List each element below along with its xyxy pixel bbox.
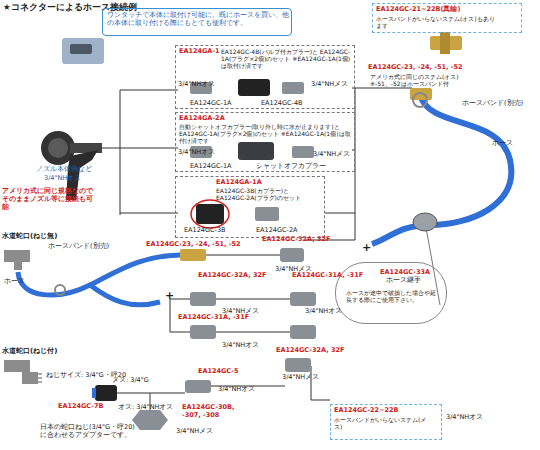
box-text: ホースバンドがいらないステム(オス)もあります <box>376 15 496 29</box>
box-text: 3/4"NHオス <box>178 149 215 157</box>
box-text: EA124GC-3B(カプラー)と EA124GC-2A(プラグ)のセット <box>216 187 321 201</box>
note-label: ノズル本体側など <box>36 166 92 174</box>
box-text: EA124GC-1A <box>190 163 231 171</box>
part-number: EA124GC-31A, -31F <box>178 314 249 322</box>
note-label: ホース <box>492 140 513 148</box>
set-box: ワンタッチで本体に取付け可能に。既にホースを買い、他の本体に取り付ける際にもとて… <box>102 8 292 36</box>
set-box: EA124GA-1AEA124GC-3B(カプラー)と EA124GC-2A(プ… <box>175 176 325 238</box>
part-number: EA124GA-1 <box>179 48 220 56</box>
part-number: EA124GA-2A <box>179 115 225 123</box>
set-box: EA124GC-21~22B(真鍮)ホースバンドがいらないステム(オス)もありま… <box>372 3 522 33</box>
box-text: ホースが途中で破損した場合や延長する際にご使用下さい。 <box>346 289 438 303</box>
plus-sign: + <box>165 289 174 302</box>
note-label: 3/4"NHメス <box>176 428 213 436</box>
part-number: アメリカ式に同じ規格なので そのままノズル等に接続も可能 <box>2 188 97 211</box>
set-box: EA124GC-22~22Bホースバンドがいらないステム(メス) <box>330 404 442 440</box>
box-text: ホース継手 <box>386 277 421 285</box>
part-number: EA124GC-21~22B(真鍮) <box>376 6 460 14</box>
box-text: シャットオフカプラー <box>256 163 326 171</box>
note-label: 3/4"NHオス <box>218 386 255 394</box>
part-number: EA124GC-33A <box>380 269 430 277</box>
part-number: EA124GC-30B, -307, -308 <box>182 404 252 420</box>
part-number: EA124GA-1A <box>216 179 262 187</box>
note-label: メス: 3/4"G <box>112 377 149 385</box>
note-label: 3/4"NHオス <box>305 308 342 316</box>
note-label: 3/4"NHオス <box>222 342 259 350</box>
part-number: EA124GC-32A, 32F <box>276 347 344 355</box>
set-box: EA124GA-2A自動シャットオフカプラー(取り外し時に水が止まります)と E… <box>175 112 355 172</box>
box-text: EA124GC-3B <box>184 227 225 235</box>
part-number: EA124GC-22~22B <box>334 407 398 415</box>
box-text: ワンタッチで本体に取付け可能に。既にホースを買い、他の本体に取り付ける際にもとて… <box>107 12 289 28</box>
part-number: EA124GC-32A, 32F <box>198 272 266 280</box>
box-text: EA124GC-4B <box>261 100 302 108</box>
box-text: 3/4"NHメス <box>313 151 350 159</box>
set-box: EA124GA-1EA124GC-4B(バルブ付カプラー)と EA124GC-1… <box>175 45 355 109</box>
box-text: EA124GC-4B(バルブ付カプラー)と EA124GC-1A(プラグ×2個)… <box>221 48 353 70</box>
box-text: 3/4"NHメス <box>311 81 348 89</box>
part-number: EA124GC-5 <box>198 368 239 376</box>
box-text: 3/4"NHオス <box>178 81 215 89</box>
part-number: EA124GC-7B <box>58 403 103 411</box>
part-number: EA124GC-31A, -31F <box>292 272 363 280</box>
plus-sign: + <box>362 241 371 254</box>
box-text: 自動シャットオフカプラー(取り外し時に水が止まります)と EA124GC-1A(… <box>179 123 351 145</box>
note-label: アメリカ式に同じのステム(オス) ※-51、-52はホースバンド付 <box>370 73 480 87</box>
note-label: ホースバンド(別売) <box>462 100 523 108</box>
note-label: 3/4"NHオス <box>446 414 483 422</box>
note-label: ホースバンド(別売) <box>48 243 109 251</box>
part-number: EA124GC-23, -24, -51, -52 <box>368 64 462 72</box>
box-text: EA124GC-2A <box>256 227 297 235</box>
note-label: 水道蛇口(ねじ付) <box>2 347 57 355</box>
note-label: 日本の蛇口ねじ(3/4"G・呼20)に合わせるアダプターです。 <box>40 424 140 440</box>
note-label: 3/4"NHオス <box>44 175 81 183</box>
note-label: 3/4"NHメス <box>282 374 319 382</box>
note-label: 水道蛇口(ねじ無) <box>2 232 57 240</box>
part-number: EA124GC-32A, 32F <box>262 236 330 244</box>
part-number: EA124GC-23, -24, -51, -52 <box>146 241 240 249</box>
note-label: オス: 3/4"NHオス <box>118 404 173 412</box>
box-text: EA124GC-1A <box>190 100 231 108</box>
box-text: ホースバンドがいらないステム(メス) <box>334 416 434 430</box>
note-label: ホース <box>4 278 25 286</box>
